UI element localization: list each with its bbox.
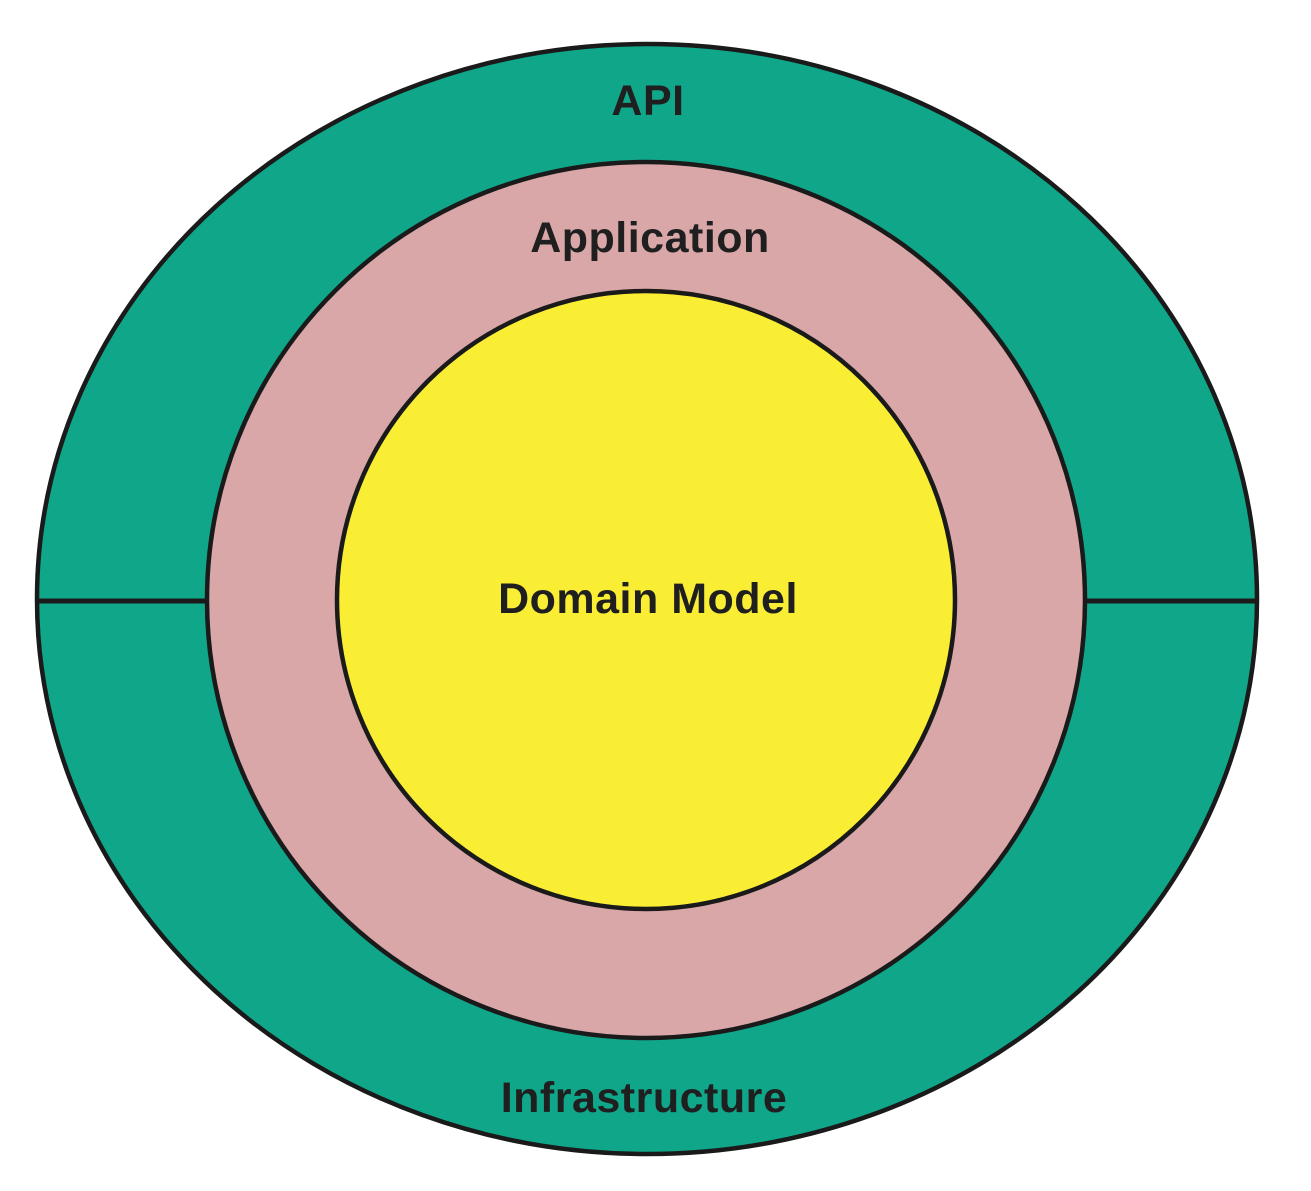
labels-group: API Application Domain Model Infrastruct… <box>498 77 798 1122</box>
label-api: API <box>611 77 684 125</box>
label-application: Application <box>530 214 770 262</box>
label-domain-model: Domain Model <box>498 575 798 623</box>
label-infrastructure: Infrastructure <box>501 1074 788 1122</box>
rings-group <box>34 41 1260 1157</box>
circle-domain-model <box>334 288 958 912</box>
